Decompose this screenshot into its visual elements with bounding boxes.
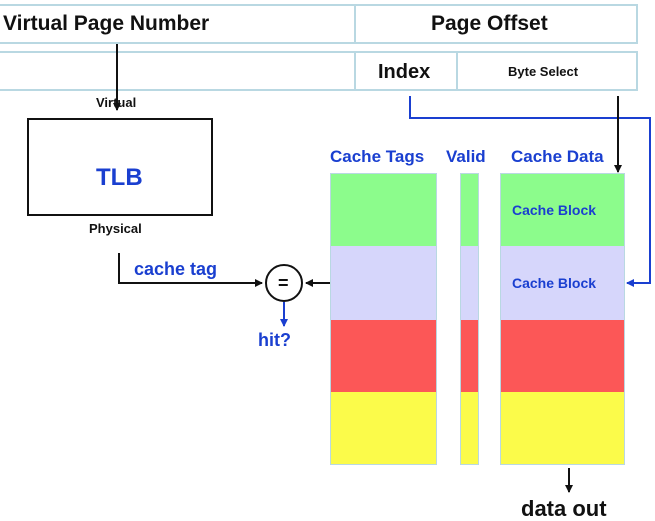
cache-data-row-3 xyxy=(500,392,625,465)
tlb-title: TLB xyxy=(96,164,143,191)
tlb-to-comparator-line xyxy=(118,253,263,287)
byte-select-label: Byte Select xyxy=(508,64,579,79)
cache-tags-row-2 xyxy=(330,320,437,392)
hit-label: hit? xyxy=(258,330,291,350)
index-label: Index xyxy=(378,61,431,83)
byte-select-cell xyxy=(456,51,638,91)
cache-tag-label: cache tag xyxy=(134,259,218,279)
cache-tags-row-3 xyxy=(330,392,437,465)
cache-data-header: Cache Data xyxy=(511,147,604,166)
tlb-box xyxy=(27,118,213,216)
valid-header: Valid xyxy=(446,147,486,166)
cache-data-row-2 xyxy=(500,320,625,392)
page-offset-label: Page Offset xyxy=(431,12,548,35)
cache-block-label-2: Cache Block xyxy=(512,275,597,291)
virtual-page-number-label: Virtual Page Number xyxy=(3,12,210,35)
cache-tags-row-0 xyxy=(330,173,437,246)
cache-tags-column xyxy=(330,173,437,465)
comparator-symbol: = xyxy=(278,273,289,293)
cache-tags-row-1 xyxy=(330,246,437,320)
cache-block-label-1: Cache Block xyxy=(512,202,597,218)
tlb-physical-label: Physical xyxy=(89,221,142,236)
valid-row-3 xyxy=(460,392,479,465)
cache-data-row-1 xyxy=(500,246,625,320)
cache-tags-header: Cache Tags xyxy=(330,147,425,166)
comparator-circle xyxy=(265,264,303,302)
cache-data-row-0 xyxy=(500,173,625,246)
index-select-line xyxy=(409,96,651,287)
valid-row-2 xyxy=(460,320,479,392)
valid-row-1 xyxy=(460,246,479,320)
valid-column xyxy=(460,173,479,465)
cache-data-column xyxy=(500,173,625,465)
valid-row-0 xyxy=(460,173,479,246)
data-out-label: data out xyxy=(521,496,607,521)
page-offset-cell xyxy=(354,4,638,44)
